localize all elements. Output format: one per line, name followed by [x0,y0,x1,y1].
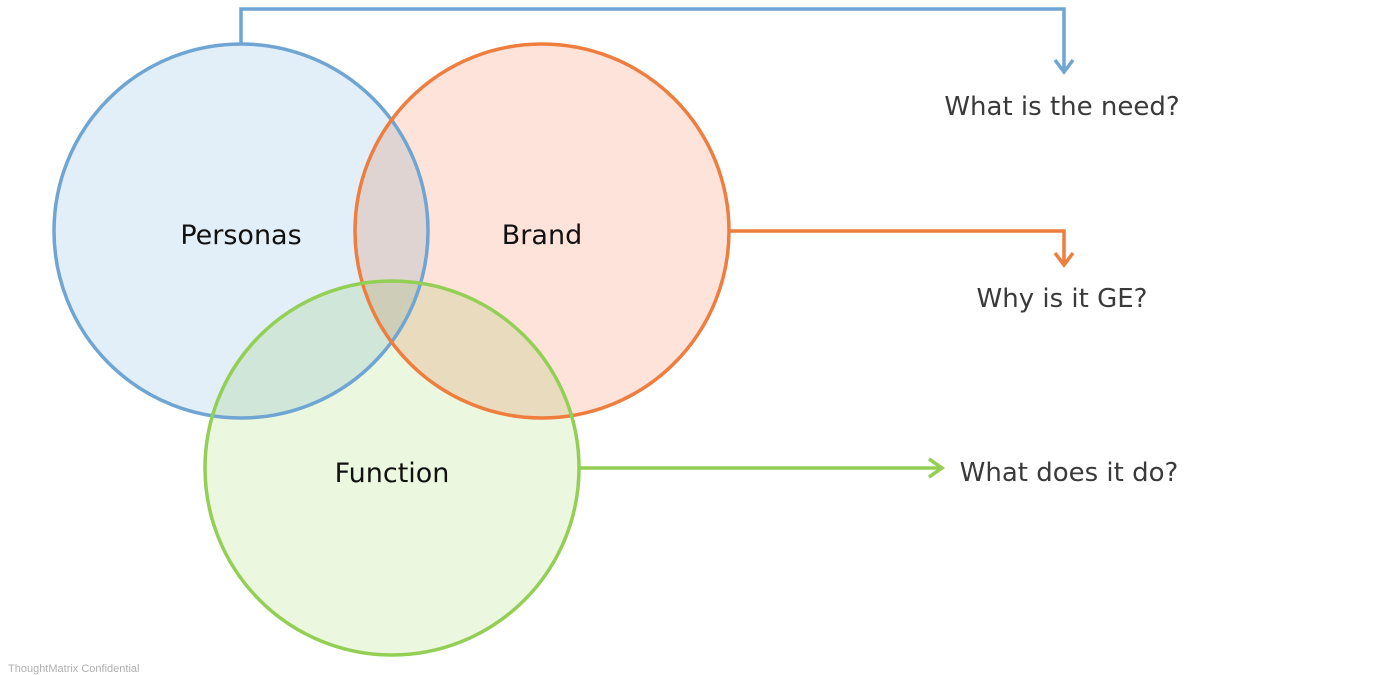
circle-fills [54,44,729,655]
confidential-footer: ThoughtMatrix Confidential [8,663,140,675]
brand-label: Brand [502,220,582,251]
function-label: Function [335,458,450,489]
ge-question: Why is it GE? [977,284,1148,314]
personas-arrowhead [1053,58,1075,75]
brand-arrowhead [1053,251,1075,268]
function-circle-fill [205,281,579,655]
do-question: What does it do? [960,458,1179,488]
function-arrowhead [928,457,946,479]
need-question: What is the need? [944,92,1179,122]
personas-label: Personas [180,220,301,251]
brand-connector [729,229,1066,264]
personas-connector [239,7,1066,72]
